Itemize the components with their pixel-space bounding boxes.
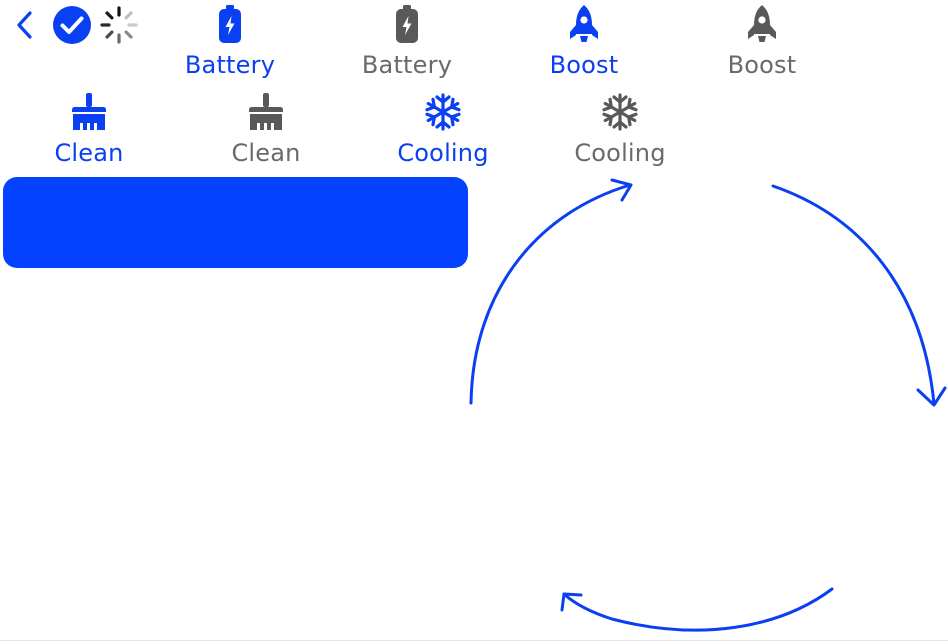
primary-button[interactable] xyxy=(3,177,468,268)
tab-battery-inactive[interactable]: Battery xyxy=(342,4,472,79)
tab-cooling-active[interactable]: Cooling xyxy=(378,92,508,167)
spinner-icon xyxy=(100,6,138,44)
chevron-left-icon xyxy=(17,11,32,39)
battery-bolt-icon xyxy=(396,5,418,43)
cycle-arrowhead-right xyxy=(916,386,947,407)
loading-spinner xyxy=(98,4,140,46)
tab-label: Boost xyxy=(549,51,619,79)
divider xyxy=(0,640,948,641)
tab-label: Cooling xyxy=(574,139,666,167)
battery-bolt-icon xyxy=(219,5,241,43)
tab-label: Clean xyxy=(231,139,301,167)
tab-clean-inactive[interactable]: Clean xyxy=(201,92,331,167)
broom-icon xyxy=(72,93,106,130)
check-circle-icon xyxy=(53,6,91,44)
cycle-arrowhead-bottom xyxy=(560,592,583,612)
back-button[interactable] xyxy=(8,4,42,46)
check-button[interactable] xyxy=(52,5,92,45)
rocket-icon xyxy=(748,5,776,42)
tab-cooling-inactive[interactable]: Cooling xyxy=(555,92,685,167)
tab-label: Battery xyxy=(184,51,276,79)
cycle-arc-left xyxy=(469,183,632,405)
cycle-arrowhead-top xyxy=(610,178,633,202)
cycle-arrows-icon xyxy=(469,178,947,632)
broom-icon xyxy=(249,93,283,130)
snowflake-icon xyxy=(425,93,461,131)
rocket-icon xyxy=(570,5,598,42)
tab-clean-active[interactable]: Clean xyxy=(24,92,154,167)
tab-label: Boost xyxy=(727,51,797,79)
snowflake-icon xyxy=(602,93,638,131)
tab-label: Battery xyxy=(361,51,453,79)
cycle-arc-right xyxy=(771,184,936,406)
tab-boost-active[interactable]: Boost xyxy=(519,4,649,79)
tab-label: Clean xyxy=(54,139,124,167)
cycle-arc-bottom xyxy=(562,587,834,632)
tab-boost-inactive[interactable]: Boost xyxy=(697,4,827,79)
tab-battery-active[interactable]: Battery xyxy=(165,4,295,79)
tab-label: Cooling xyxy=(397,139,489,167)
